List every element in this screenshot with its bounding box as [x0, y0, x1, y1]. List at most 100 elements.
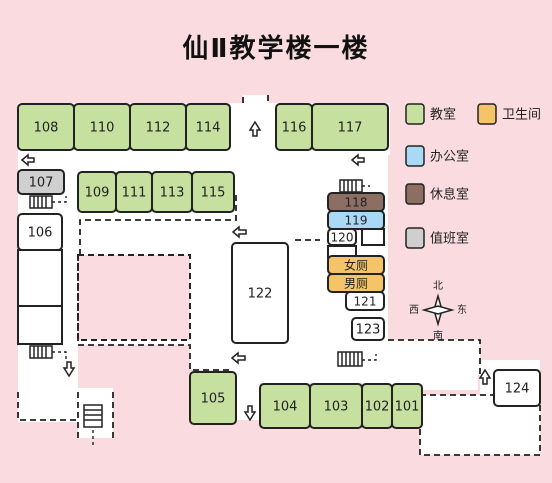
gray-swatch: [405, 227, 425, 249]
room-label: 110: [90, 121, 115, 136]
room-r118: 118: [327, 192, 385, 212]
arrow-left-icon: [20, 153, 35, 167]
arrow-up-icon: [478, 368, 492, 385]
room-shape: [327, 210, 385, 230]
legend-label: 休息室: [430, 187, 469, 203]
room-label: 113: [160, 186, 185, 201]
room-r101: 101: [391, 383, 423, 429]
room-r111: 111: [115, 171, 153, 213]
room-label: 115: [201, 186, 226, 201]
room-label: 103: [324, 400, 349, 415]
room-mens: 男厕: [327, 273, 385, 293]
stairs-group: [29, 179, 363, 428]
room-r110: 110: [73, 103, 131, 151]
room-womens: 女厕: [327, 255, 385, 275]
interior-walls: [77, 254, 191, 341]
room-block: [17, 305, 63, 345]
compass-west: 西: [409, 305, 419, 316]
arrow-left-icon: [350, 153, 365, 167]
map-title: 仙Ⅱ教学楼一楼: [182, 34, 370, 64]
arrow-left-icon: [230, 351, 246, 365]
room-shape: [17, 213, 63, 251]
legend-item: 办公室: [405, 145, 469, 167]
legend-label: 卫生间: [502, 108, 541, 123]
orange-swatch: [477, 103, 497, 125]
room-label: 119: [345, 214, 368, 228]
room-r119: 119: [327, 210, 385, 230]
room-shape: [493, 369, 541, 407]
stairs-icon: [29, 345, 53, 359]
room-shape: [17, 169, 65, 195]
room-r115: 115: [191, 171, 235, 213]
room-r105: 105: [189, 371, 237, 425]
room-label: 105: [201, 392, 226, 407]
legend-item: 值班室: [405, 227, 469, 249]
room-r108: 108: [17, 103, 75, 151]
room-r114: 114: [185, 103, 231, 151]
room-shape: [191, 171, 235, 213]
arrow-down-icon: [243, 405, 257, 422]
room-label: 107: [29, 176, 54, 191]
room-label: 106: [28, 226, 53, 241]
room-label: 121: [354, 295, 377, 309]
legend-label: 办公室: [430, 149, 469, 165]
room-r103: 103: [309, 383, 363, 429]
room-label: 102: [365, 400, 390, 415]
compass-east: 东: [457, 303, 467, 316]
room-r107: 107: [17, 169, 65, 195]
room-label: 111: [122, 186, 147, 201]
room-label: 120: [331, 231, 354, 245]
brown-swatch: [405, 183, 425, 205]
blue-swatch: [405, 145, 425, 167]
room-r124: 124: [493, 369, 541, 407]
room-block: [17, 249, 63, 307]
legend-label: 教室: [430, 107, 456, 123]
legend-item: 卫生间: [477, 103, 541, 125]
room-label: 男厕: [344, 277, 368, 291]
room-label: 114: [196, 121, 221, 136]
room-label: 123: [356, 323, 381, 338]
room-r116: 116: [275, 103, 313, 151]
room-label: 女厕: [344, 258, 368, 273]
arrow-down-icon: [62, 361, 76, 378]
room-shape: [185, 103, 231, 151]
room-r102: 102: [361, 383, 393, 429]
room-shape: [327, 228, 357, 246]
stairs-icon: [29, 195, 53, 209]
room-r120: 120: [327, 228, 357, 246]
legend-item: 休息室: [405, 183, 469, 205]
room-label: 116: [282, 121, 307, 136]
room-shape: [351, 317, 385, 341]
legend-label: 值班室: [430, 231, 469, 247]
compass-north: 北: [433, 280, 443, 292]
green-swatch: [405, 103, 425, 125]
room-shape: [231, 242, 289, 344]
room-r123: 123: [351, 317, 385, 341]
arrow-up-icon: [248, 120, 262, 137]
room-label: 104: [273, 400, 298, 415]
room-shape: [311, 103, 389, 151]
room-label: 118: [345, 196, 368, 210]
room-shape: [345, 291, 385, 311]
room-label: 108: [34, 121, 59, 136]
room-r113: 113: [151, 171, 193, 213]
arrows-group: [20, 120, 492, 422]
room-label: 109: [85, 186, 110, 201]
stairs-icon: [339, 179, 363, 193]
room-r104: 104: [259, 383, 311, 429]
room-r109: 109: [77, 171, 117, 213]
room-label: 117: [338, 121, 363, 136]
compass-rose-icon: [421, 293, 455, 327]
compass-south: 南: [433, 329, 443, 342]
room-shape: [391, 383, 423, 429]
room-r106: 106: [17, 213, 63, 251]
stairs-icon: [83, 404, 103, 428]
room-label: 124: [505, 382, 530, 397]
stairs-icon: [337, 351, 363, 367]
room-r122: 122: [231, 242, 289, 344]
path-lines: [52, 185, 377, 448]
room-r112: 112: [129, 103, 187, 151]
compass: 北 南 东 西: [409, 280, 467, 342]
